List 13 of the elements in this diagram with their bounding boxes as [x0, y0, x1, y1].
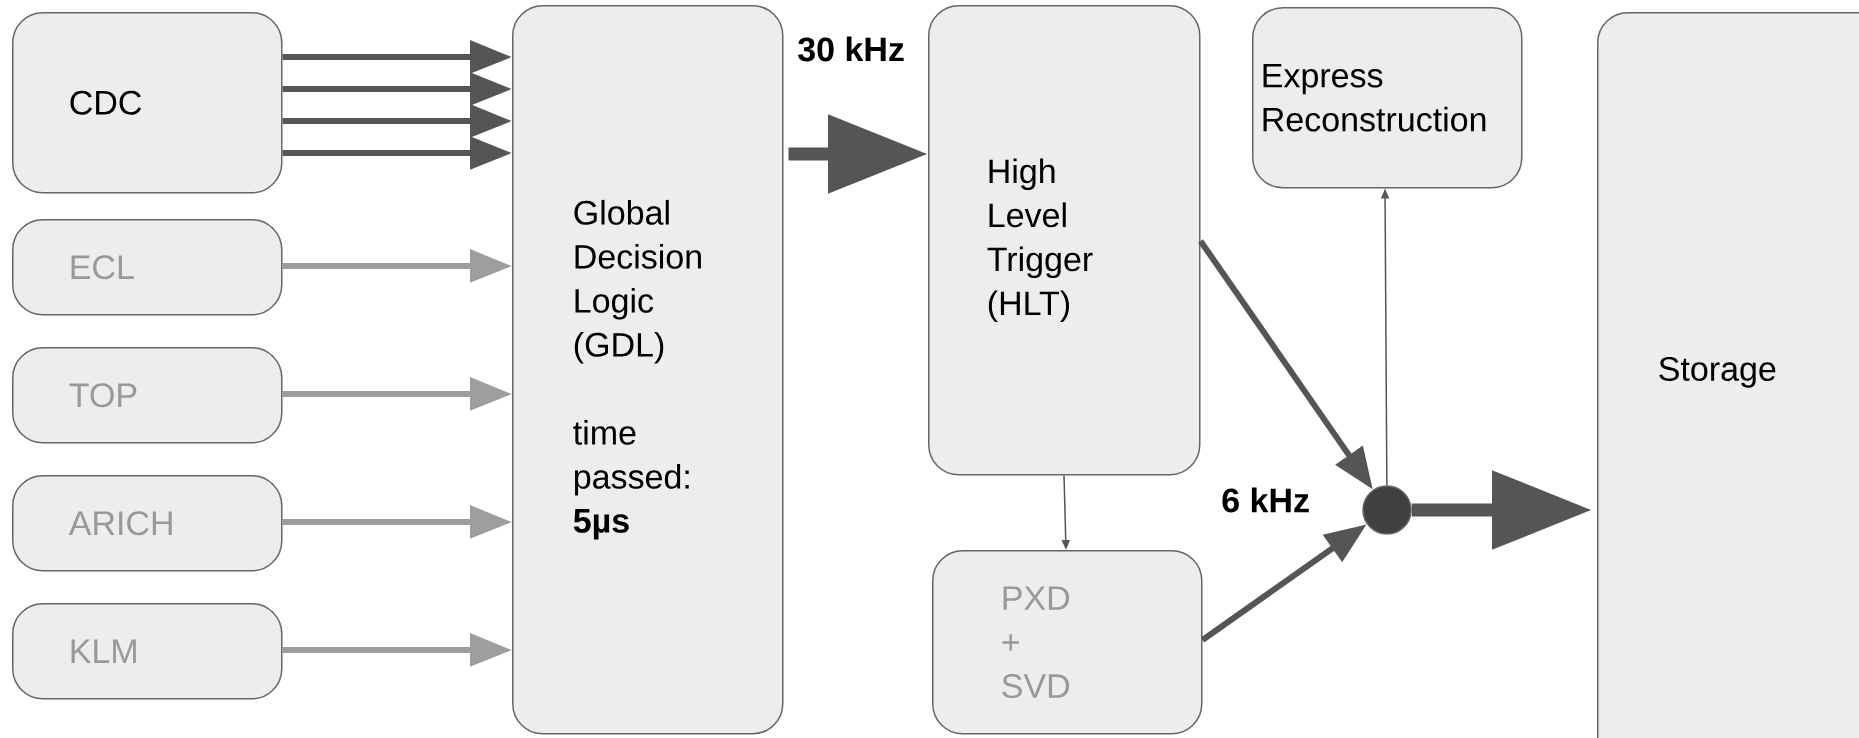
- process-box: Storage: [1597, 12, 1859, 738]
- process-box: Global Decision Logic (GDL) time passed: 5µs: [512, 5, 784, 735]
- junction-dot: [1362, 485, 1412, 535]
- process-box: ECL: [12, 219, 283, 316]
- process-box: CDC: [12, 12, 283, 194]
- process-box: KLM: [12, 603, 283, 700]
- process-box: Express Reconstruction: [1252, 7, 1523, 189]
- process-box: ARICH: [12, 475, 283, 572]
- rate-label: 30 kHz: [798, 36, 904, 62]
- process-box: TOP: [12, 347, 283, 444]
- process-box: PXD + SVD: [932, 550, 1203, 735]
- process-box: High Level Trigger (HLT): [928, 5, 1201, 476]
- rate-label: 6 kHz: [1222, 487, 1309, 513]
